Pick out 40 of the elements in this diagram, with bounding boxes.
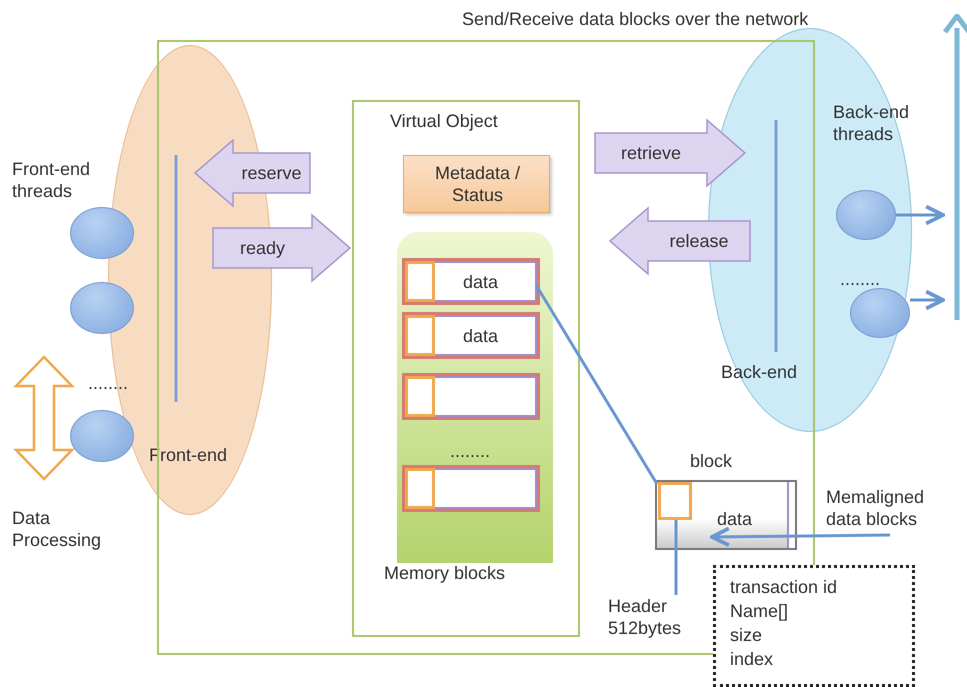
node-label: Back-end bbox=[721, 361, 798, 383]
node-label: Memaligned data blocks bbox=[826, 486, 926, 530]
memory-block bbox=[402, 312, 540, 359]
header-square bbox=[658, 482, 692, 520]
node-label: Back-end threads bbox=[833, 101, 910, 145]
node-label: transaction id bbox=[730, 576, 838, 598]
arrow bbox=[710, 526, 890, 548]
node-label: Header 512bytes bbox=[608, 595, 682, 639]
arrow bbox=[896, 204, 945, 226]
text-label: Data Processing bbox=[12, 507, 102, 551]
ellipsis-dots: ........ bbox=[88, 372, 128, 394]
field-list-box bbox=[713, 565, 915, 687]
memory-block bbox=[402, 373, 540, 420]
memory-block bbox=[402, 465, 540, 512]
text-label: block bbox=[690, 450, 732, 472]
node-label: data bbox=[463, 325, 498, 347]
node-label: Memory blocks bbox=[384, 562, 506, 584]
metadata-box bbox=[403, 155, 550, 213]
thread-circle bbox=[70, 410, 134, 462]
node-label: index bbox=[730, 648, 774, 670]
node-label: size bbox=[730, 624, 762, 646]
network-label: Send/Receive data blocks over the network bbox=[462, 8, 808, 30]
virtual-object-box bbox=[352, 100, 580, 637]
node-label: Virtual Object bbox=[390, 110, 498, 132]
leader-line bbox=[674, 520, 678, 595]
arrow bbox=[910, 290, 945, 310]
memory-blocks-panel bbox=[397, 232, 553, 563]
memory-block bbox=[402, 258, 540, 305]
thread-circle bbox=[850, 288, 910, 338]
node-label: data bbox=[463, 271, 498, 293]
ellipsis-dots: ........ bbox=[450, 440, 490, 462]
node-label: Name[] bbox=[730, 600, 788, 622]
node-label: data bbox=[717, 508, 752, 530]
block-box bbox=[655, 480, 797, 550]
text-label: Front-end threads bbox=[12, 158, 92, 202]
network-arrow bbox=[943, 14, 967, 320]
ellipsis-dots: ........ bbox=[840, 268, 880, 290]
node-label: Metadata / Status bbox=[434, 162, 522, 206]
node-label: Front-end bbox=[149, 444, 228, 466]
connector-line bbox=[534, 284, 658, 485]
